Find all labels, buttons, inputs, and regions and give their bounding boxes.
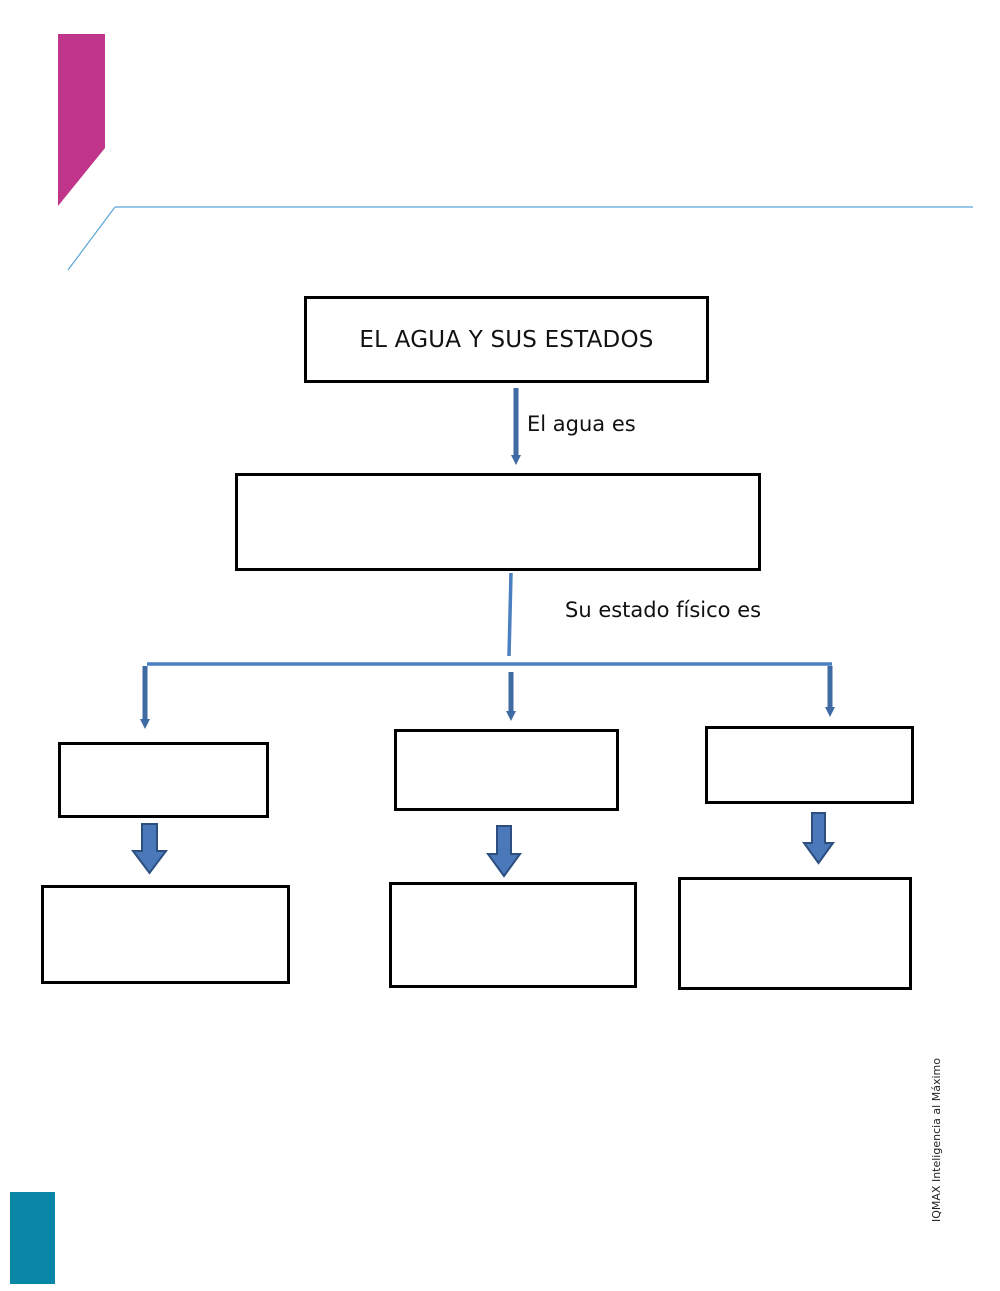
teal-accent-block (10, 1192, 55, 1284)
edge-label-root-to-definition: El agua es (527, 412, 636, 436)
block-arrow-state-3 (802, 812, 835, 865)
detail-node-3[interactable] (678, 877, 912, 990)
header-rule-diagonal (67, 206, 116, 271)
state-node-1[interactable] (58, 742, 269, 818)
state-node-2[interactable] (394, 729, 619, 811)
detail-node-1[interactable] (41, 885, 290, 984)
block-arrow-state-1 (131, 823, 168, 875)
block-arrow-state-2 (486, 825, 522, 878)
root-node-label: EL AGUA Y SUS ESTADOS (359, 326, 654, 353)
state-node-3[interactable] (705, 726, 914, 804)
magenta-accent-tab (58, 34, 105, 206)
detail-node-2[interactable] (389, 882, 637, 988)
edge-label-definition-to-states: Su estado físico es (565, 598, 762, 622)
root-node: EL AGUA Y SUS ESTADOS (304, 296, 709, 383)
definition-node[interactable] (235, 473, 761, 571)
connector-definition-to-bracket (507, 572, 513, 657)
footer-watermark: IQMAX Inteligencia al Máximo (930, 1058, 943, 1222)
